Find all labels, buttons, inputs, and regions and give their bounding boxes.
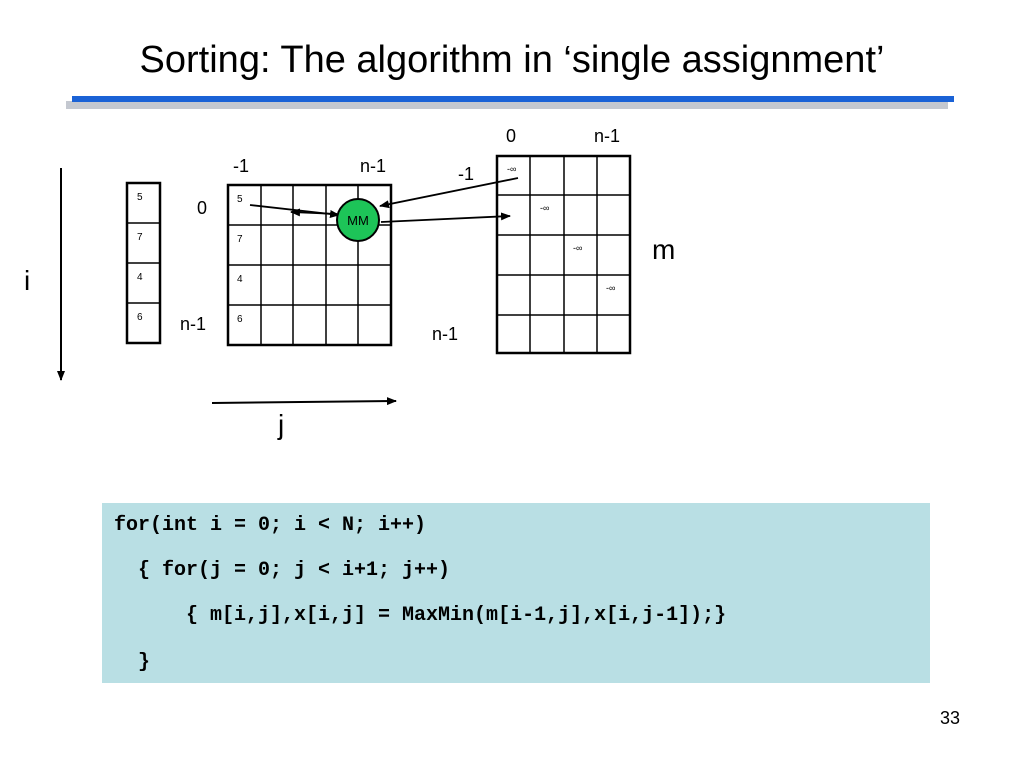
x-col-start-label: -1 — [233, 156, 250, 176]
page-number: 33 — [939, 708, 960, 728]
m-matrix: -∞ -∞ -∞ -∞ — [495, 154, 632, 355]
maxmin-node: MM — [336, 198, 380, 242]
code-line-2: { for(j = 0; j < i+1; j++) — [114, 559, 451, 582]
x-row-start-label: 0 — [197, 198, 208, 218]
code-block: for(int i = 0; i < N; i++) { for(j = 0; … — [102, 503, 930, 683]
input-cell-1: 7 — [137, 232, 143, 243]
maxmin-label: MM — [347, 213, 369, 228]
m-col-end-label: n-1 — [594, 126, 621, 146]
code-line-3: { m[i,j],x[i,j] = MaxMin(m[i-1,j],x[i,j-… — [114, 604, 727, 627]
x-cell-2: 4 — [237, 274, 243, 285]
i-axis-label: i — [24, 265, 31, 296]
arrow-mm-to-m — [380, 212, 511, 223]
input-cell-0: 5 — [137, 192, 143, 203]
m-diag-cell-2: -∞ — [573, 243, 582, 253]
m-diag-cell-1: -∞ — [540, 203, 549, 213]
m-row-end-label: n-1 — [432, 324, 459, 344]
title-rule — [72, 96, 954, 102]
x-cell-0: 5 — [237, 194, 243, 205]
x-cell-3: 6 — [237, 314, 243, 325]
m-col-start-label: 0 — [506, 126, 517, 146]
title-rule-shadow — [66, 101, 948, 109]
arrow-m-above-to-mm — [379, 177, 519, 209]
m-row-start-label: -1 — [458, 164, 475, 184]
input-cell-3: 6 — [137, 312, 143, 323]
j-axis-label: j — [278, 409, 285, 440]
arrow-mm-to-x — [290, 208, 338, 217]
x-row-end-label: n-1 — [180, 314, 207, 334]
code-line-4: } — [114, 651, 151, 674]
j-axis-arrow — [211, 397, 397, 406]
m-matrix-name: m — [652, 234, 676, 265]
m-diag-cell-0: -∞ — [507, 164, 516, 174]
sorting-diagram: 5 7 4 6 5 7 4 6 — [57, 154, 632, 406]
input-array: 5 7 4 6 — [125, 181, 162, 345]
x-col-end-label: n-1 — [360, 156, 387, 176]
input-cell-2: 4 — [137, 272, 143, 283]
m-diag-cell-3: -∞ — [606, 283, 615, 293]
slide-title: Sorting: The algorithm in ‘single assign… — [139, 39, 885, 81]
code-line-1: for(int i = 0; i < N; i++) — [114, 514, 427, 537]
x-cell-1: 7 — [237, 234, 243, 245]
